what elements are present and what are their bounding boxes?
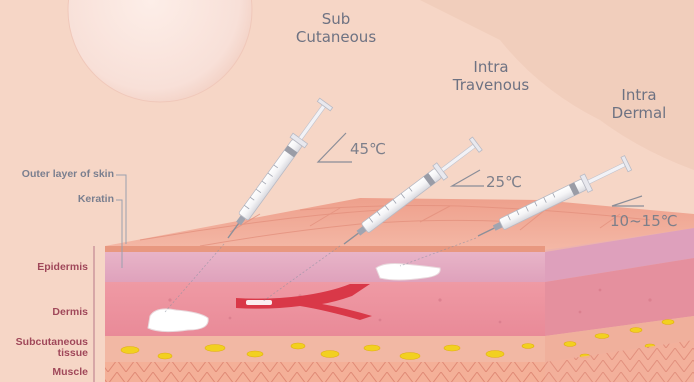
subcutaneous-tissue-label-line2: tissue (0, 348, 88, 359)
outer-layer-label: Outer layer of skin (0, 168, 114, 180)
subcutaneous-label-line1: Sub (286, 10, 386, 28)
dermis-label: Dermis (0, 307, 88, 318)
subcutaneous-label: Sub Cutaneous (286, 10, 386, 46)
muscle-label: Muscle (0, 367, 88, 378)
angle-value-10-15: 10~15℃ (610, 212, 678, 230)
angle-value-25: 25℃ (486, 173, 522, 191)
intravenous-label-line1: Intra (436, 58, 546, 76)
epidermis-label: Epidermis (0, 262, 88, 273)
muscle-layer (105, 362, 545, 382)
keratin-label: Keratin (0, 193, 114, 205)
intradermal-label-line2: Dermal (594, 104, 684, 122)
subcutaneous-label-line2: Cutaneous (286, 28, 386, 46)
intravenous-label: Intra Travenous (436, 58, 546, 94)
subcutaneous-tissue-label: Subcutaneous tissue (0, 337, 88, 359)
angle-value-45: 45℃ (350, 140, 386, 158)
intravenous-label-line2: Travenous (436, 76, 546, 94)
intradermal-label-line1: Intra (594, 86, 684, 104)
intradermal-label: Intra Dermal (594, 86, 684, 122)
epidermis-layer (105, 252, 545, 282)
